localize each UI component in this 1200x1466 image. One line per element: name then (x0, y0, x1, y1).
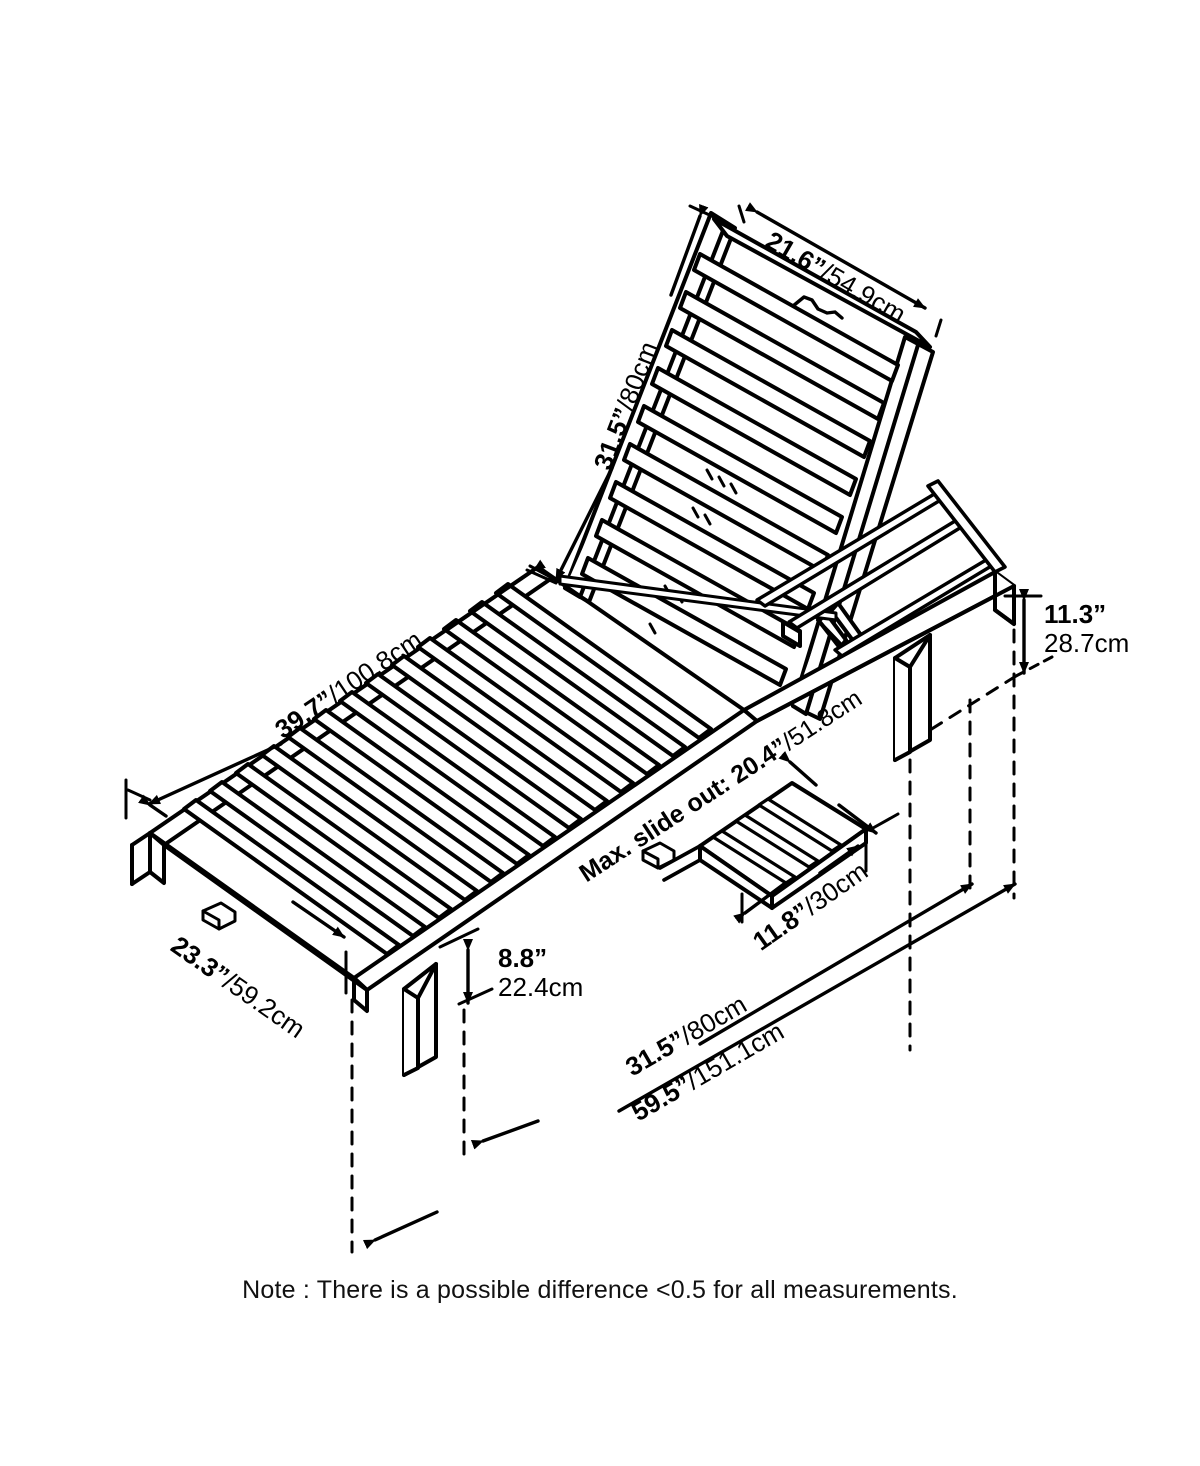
dimline-base-long (362, 882, 1017, 1250)
seat-frame-head-rail (148, 831, 369, 992)
dimline-frame-height (1003, 589, 1054, 678)
slide-out-tray (658, 781, 868, 910)
dimline-backrest-width (737, 202, 943, 338)
rear-frame-rail (558, 574, 838, 622)
front-left-leg (402, 962, 438, 1077)
backrest-slat (580, 252, 900, 687)
frame-hardware-tab-2 (641, 841, 676, 870)
seat-frame-front-cap (130, 831, 152, 886)
dimline-slide-out (778, 750, 900, 835)
rear-frame-right-rail (926, 479, 1007, 574)
dimline-seat-height (438, 927, 494, 1006)
seat-slat (182, 582, 713, 956)
seat-inner-rail (536, 565, 746, 712)
rear-right-leg (893, 633, 932, 762)
backrest-hinge-bracket (781, 620, 802, 648)
extension-line (350, 628, 1016, 1254)
measurement-note: Note : There is a possible difference <0… (242, 1276, 958, 1304)
dim-label-frame-height: 11.3” 28.7cm (1044, 599, 1130, 659)
dimline-tray-width (733, 838, 868, 924)
seat-frame-rear-rail-edge (755, 584, 1016, 723)
rear-frame-cross-slat (755, 491, 995, 658)
dimline-base-short (470, 882, 974, 1150)
dimline-overall-width (124, 778, 348, 995)
frame-hardware-tab (201, 901, 237, 931)
extension-line-dash-diagonal (928, 674, 1018, 732)
dim-label-seat-height: 8.8” 22.4cm (498, 943, 584, 1003)
